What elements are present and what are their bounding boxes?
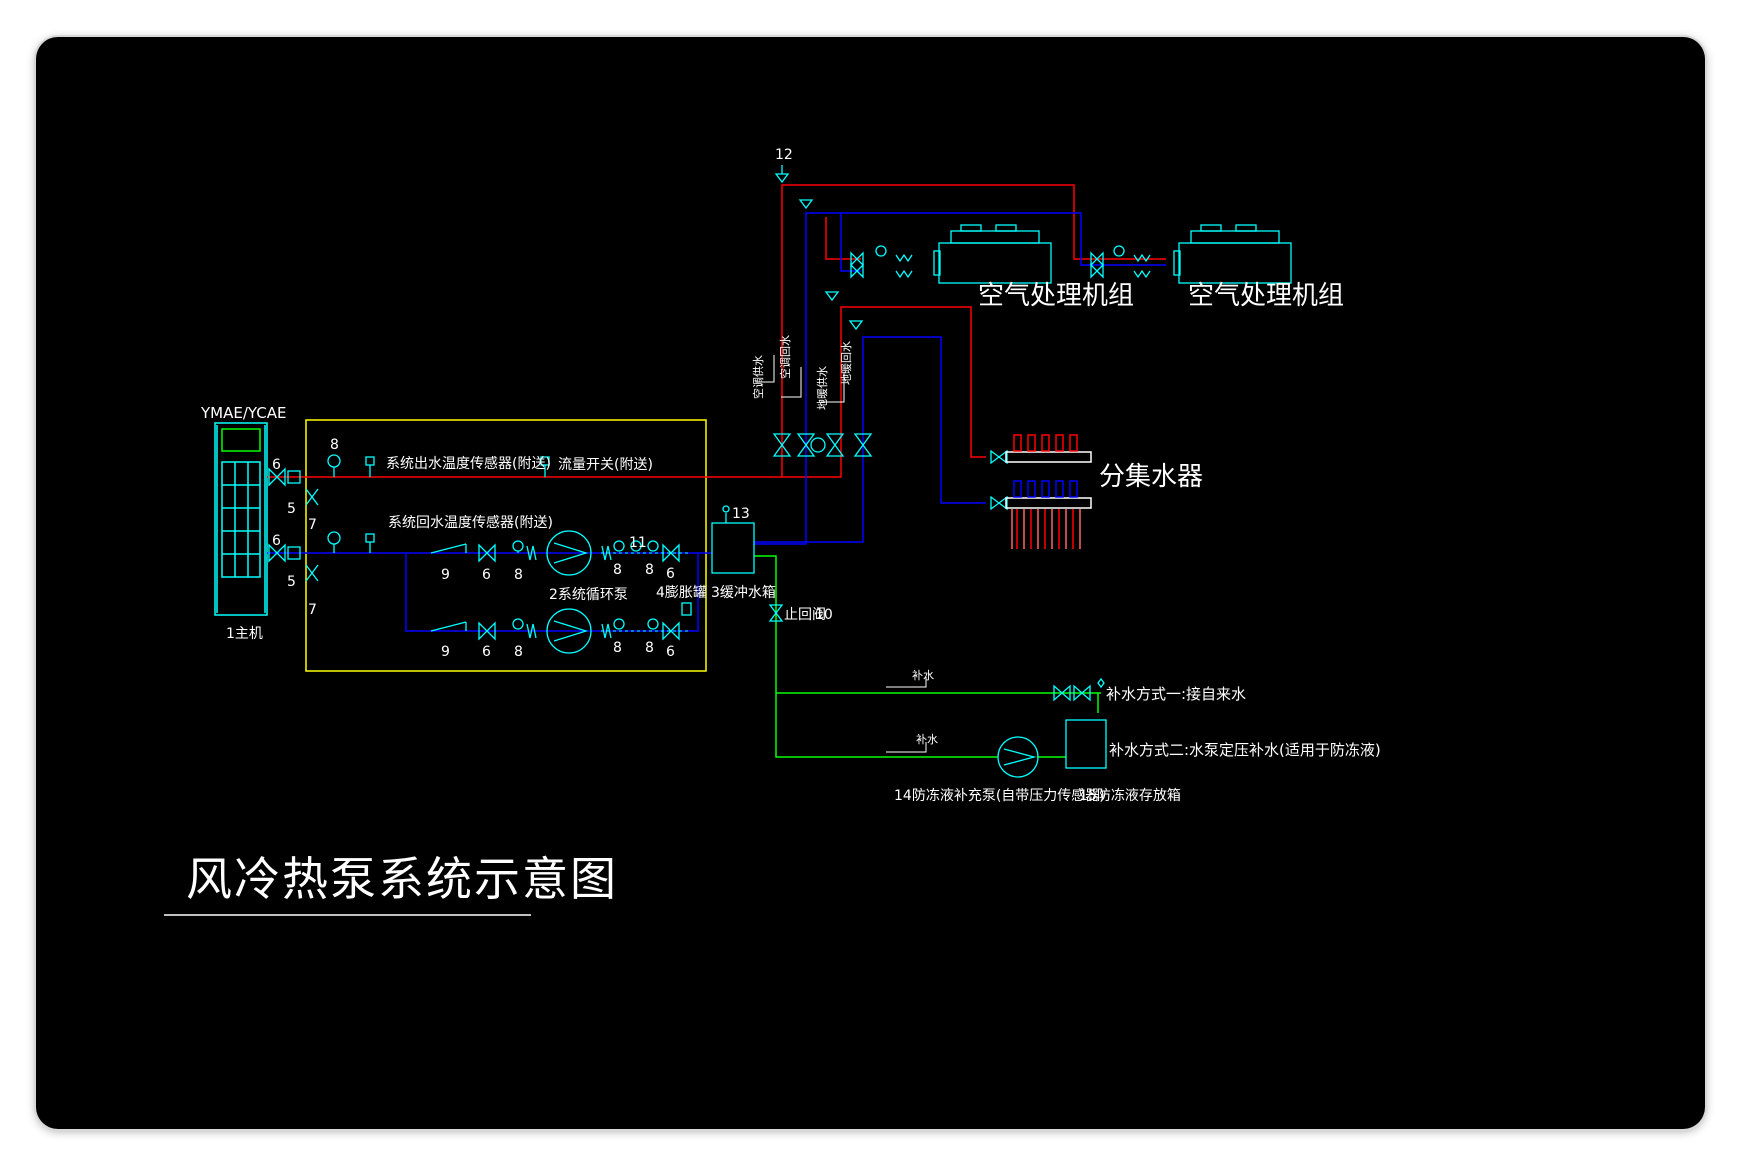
makeup-method-1: 补水方式一:接自来水 <box>1106 685 1246 703</box>
antifreeze-pump-label: 14防冻液补充泵(自带压力传感器) <box>894 787 1105 804</box>
num-12: 12 <box>775 147 793 163</box>
num-5: 5 <box>287 501 296 517</box>
host-model-label: YMAE/YCAE <box>200 404 286 422</box>
ahu-2-label: 空气处理机组 <box>1188 281 1344 311</box>
num-7: 7 <box>308 602 317 618</box>
manifold-label: 分集水器 <box>1099 462 1203 492</box>
riser-label-2: 空调回水 <box>778 335 792 379</box>
makeup-method-2: 补水方式二:水泵定压补水(适用于防冻液) <box>1109 741 1381 759</box>
diagram-canvas: YMAE/YCAE 1主机 <box>36 37 1705 1129</box>
num-8: 8 <box>645 640 654 656</box>
ahu-1-label: 空气处理机组 <box>978 281 1134 311</box>
valve-symbols <box>268 165 1151 778</box>
num-6: 6 <box>272 457 281 473</box>
num-8: 8 <box>514 567 523 583</box>
num-9: 9 <box>441 567 450 583</box>
num-8: 8 <box>613 640 622 656</box>
exp-tank-label: 4膨胀罐 <box>656 584 707 601</box>
num-5: 5 <box>287 574 296 590</box>
supply-pipe <box>267 184 1166 478</box>
num-8: 8 <box>330 437 339 453</box>
diagram-title: 风冷热泵系统示意图 <box>186 852 618 906</box>
flow-switch-label: 流量开关(附送) <box>558 457 653 473</box>
check-valve-label: 止回阀 <box>784 607 826 623</box>
riser-label-3: 地暖供水 <box>815 366 829 410</box>
num-11: 11 <box>629 535 647 551</box>
antifreeze-tank-label: 15防冻液存放箱 <box>1079 787 1181 804</box>
return-pipe <box>267 212 1166 632</box>
num-10: 10 <box>815 607 833 623</box>
return-sensor-label: 系统回水温度传感器(附送) <box>388 514 553 531</box>
makeup-pipe-label-1: 补水 <box>912 669 934 682</box>
num-7: 7 <box>308 517 317 533</box>
host-unit <box>214 422 268 616</box>
pump-room-frame <box>305 419 707 672</box>
num-8: 8 <box>514 644 523 660</box>
num-6: 6 <box>666 566 675 582</box>
riser-label-1: 空调供水 <box>751 355 765 399</box>
num-8: 8 <box>645 562 654 578</box>
num-6: 6 <box>666 644 675 660</box>
buffer-tank-label: 3缓冲水箱 <box>711 585 776 601</box>
host-label: 1主机 <box>226 626 263 642</box>
num-9: 9 <box>441 644 450 660</box>
circ-pump-label: 2系统循环泵 <box>549 587 628 603</box>
makeup-pipe <box>754 555 1101 758</box>
supply-sensor-label: 系统出水温度传感器(附送) <box>386 455 551 472</box>
num-6: 6 <box>482 644 491 660</box>
riser-label-4: 地暖回水 <box>840 341 853 385</box>
hvac-schematic: YMAE/YCAE 1主机 <box>164 147 1381 916</box>
num-6: 6 <box>272 533 281 549</box>
num-8: 8 <box>613 562 622 578</box>
ahu-unit-1 <box>933 224 1052 284</box>
ahu-unit-2 <box>1173 224 1292 284</box>
manifold-unit <box>1005 434 1092 549</box>
num-6: 6 <box>482 567 491 583</box>
makeup-pipe-label-2: 补水 <box>916 733 938 746</box>
num-13: 13 <box>732 506 750 522</box>
